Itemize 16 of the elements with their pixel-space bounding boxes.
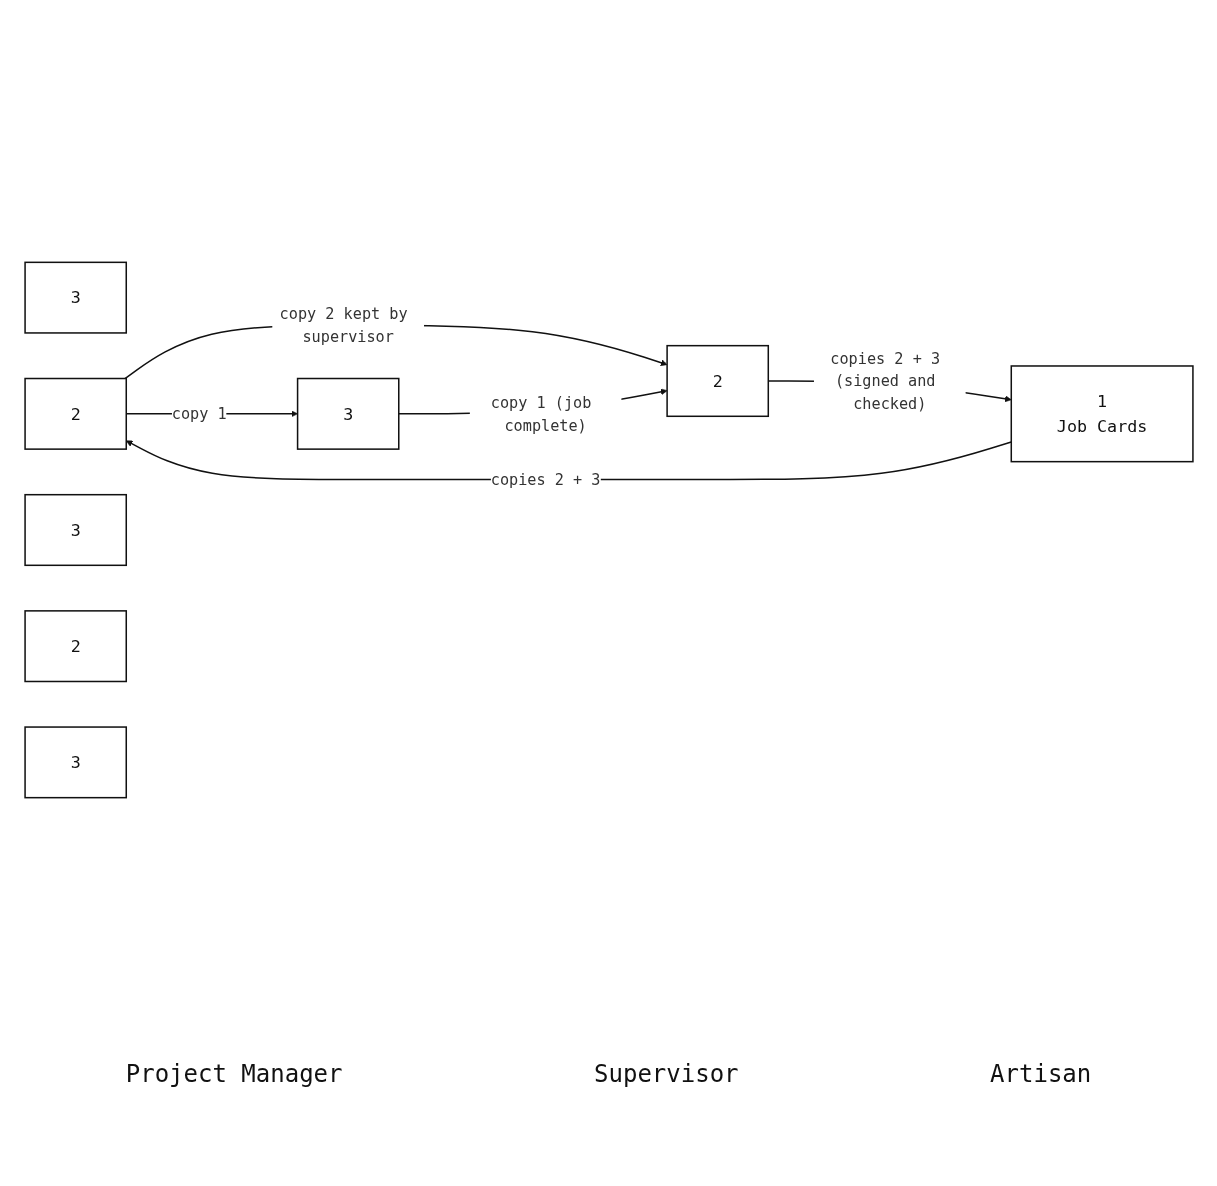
node-box: 2 <box>665 344 769 418</box>
node-box: 3 <box>23 493 127 567</box>
node-box: 3 <box>296 377 400 450</box>
edge-label: copies 2 + 3 (signed and checked) <box>829 349 940 413</box>
node-box: 2 <box>23 377 127 450</box>
edge-label: copy 1 (job complete) <box>490 393 591 435</box>
node-box: 3 <box>23 726 127 799</box>
edge-label: copies 2 + 3 <box>490 470 600 489</box>
lane-label: Project Manager <box>125 1060 343 1088</box>
edge-label: copy 2 kept by supervisor <box>279 304 408 346</box>
node-box: 1 Job Cards <box>1010 365 1194 463</box>
lane-label: Supervisor <box>594 1060 739 1088</box>
lane-label: Artisan <box>990 1060 1092 1088</box>
edge-label: copy 1 <box>171 404 227 423</box>
node-box: 3 <box>23 261 127 334</box>
node-box: 2 <box>23 610 127 683</box>
